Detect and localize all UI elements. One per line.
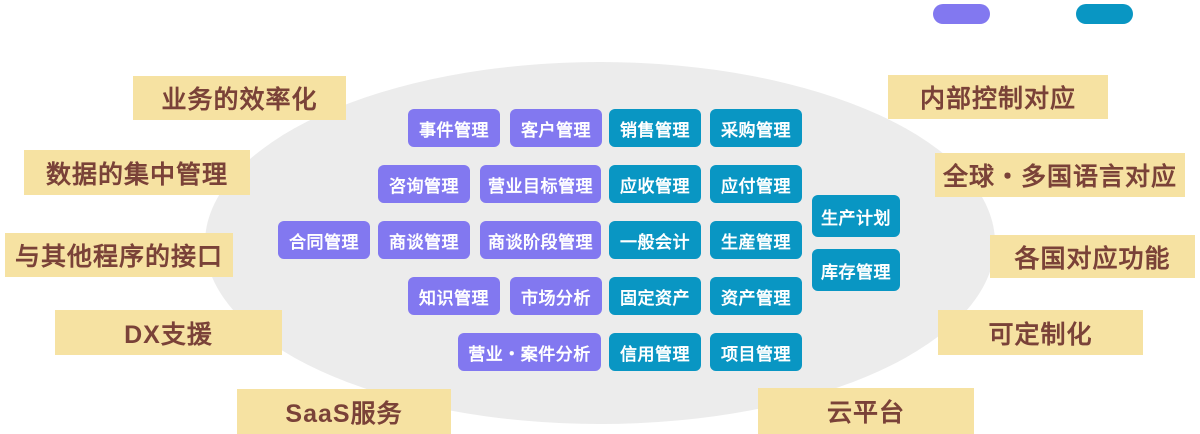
feature-label-right-4: 云平台: [758, 388, 974, 434]
legend-pill-purple-category: [933, 4, 990, 24]
module-button: 商谈阶段管理: [480, 221, 601, 259]
module-button: 合同管理: [278, 221, 370, 259]
module-button: 咨询管理: [378, 165, 470, 203]
legend-pill-teal-category: [1076, 4, 1133, 24]
module-button: 知识管理: [408, 277, 500, 315]
module-button: 客户管理: [510, 109, 602, 147]
module-button: 销售管理: [609, 109, 701, 147]
module-button: 一般会计: [609, 221, 701, 259]
module-button: 生产计划: [812, 195, 900, 237]
module-button: 库存管理: [812, 249, 900, 291]
module-button: 应付管理: [710, 165, 802, 203]
module-button: 项目管理: [710, 333, 802, 371]
feature-label-right-3: 可定制化: [938, 310, 1143, 355]
feature-label-left-3: DX支援: [55, 310, 282, 355]
module-button: 营业目标管理: [480, 165, 601, 203]
module-button: 市场分析: [510, 277, 602, 315]
feature-label-left-0: 业务的效率化: [133, 76, 346, 120]
module-button: 资产管理: [710, 277, 802, 315]
feature-label-right-2: 各国对应功能: [990, 235, 1195, 278]
module-button: 固定资产: [609, 277, 701, 315]
module-button: 应收管理: [609, 165, 701, 203]
feature-label-left-4: SaaS服务: [237, 389, 451, 434]
module-button: 信用管理: [609, 333, 701, 371]
module-button: 事件管理: [408, 109, 500, 147]
module-button: 营业・案件分析: [458, 333, 601, 371]
feature-label-left-1: 数据的集中管理: [24, 150, 250, 195]
module-button: 生産管理: [710, 221, 802, 259]
feature-label-right-0: 内部控制对应: [888, 75, 1108, 119]
feature-label-right-1: 全球・多国语言对应: [935, 153, 1185, 197]
module-button: 采购管理: [710, 109, 802, 147]
feature-label-left-2: 与其他程序的接口: [5, 233, 233, 277]
module-button: 商谈管理: [378, 221, 470, 259]
